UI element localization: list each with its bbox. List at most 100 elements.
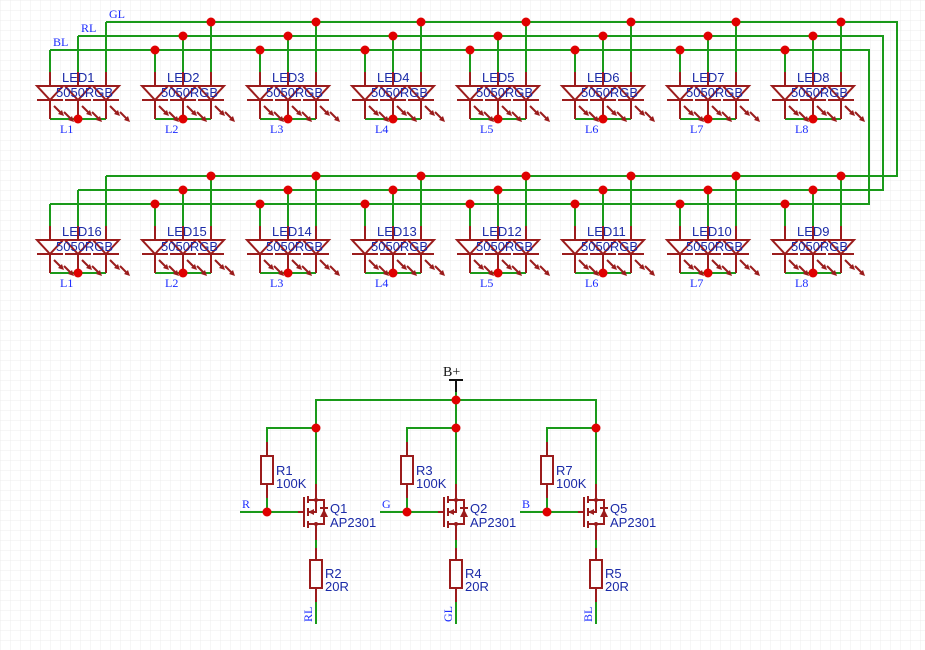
diode-icon <box>664 85 696 102</box>
arrowhead-icon <box>429 264 435 270</box>
diode-icon <box>797 85 829 102</box>
net-label-bl: BL <box>53 35 68 49</box>
led-ref-label: LED12 <box>482 224 522 239</box>
led-value-label: 5050RGB <box>266 239 323 254</box>
diode-icon <box>139 85 171 102</box>
arrowhead-icon <box>621 270 627 276</box>
arrowhead-icon <box>114 110 120 116</box>
diode-icon <box>34 85 66 102</box>
led-ref-label: LED1 <box>62 70 95 85</box>
junction-dot <box>570 199 580 209</box>
junction-dot <box>283 114 293 124</box>
output-net-label: BL <box>581 607 595 622</box>
junction-dot <box>731 171 741 181</box>
diode-icon <box>615 239 647 256</box>
led-value-label: 5050RGB <box>791 85 848 100</box>
led-net-label: L5 <box>480 276 493 290</box>
junction-dot <box>591 423 601 433</box>
arrowhead-icon <box>611 110 617 116</box>
led-value-label: 5050RGB <box>581 85 638 100</box>
series-ref-label: R4 <box>465 566 482 581</box>
led-led1 <box>34 72 130 122</box>
diode-icon <box>139 239 171 256</box>
mosfet-arrow-icon <box>448 509 454 515</box>
arrowhead-icon <box>429 110 435 116</box>
diode-icon <box>825 239 857 256</box>
diode-icon <box>454 239 486 256</box>
diode-icon <box>692 239 724 256</box>
arrowhead-icon <box>859 270 865 276</box>
arrowhead-icon <box>688 110 694 116</box>
diode-icon <box>720 239 752 256</box>
led-ref-label: LED7 <box>692 70 725 85</box>
diode-icon <box>62 239 94 256</box>
junction-dot <box>598 114 608 124</box>
led-led15 <box>139 226 235 276</box>
arrowhead-icon <box>163 110 169 116</box>
junction-dot <box>703 268 713 278</box>
mosfet-node <box>454 522 458 526</box>
led-led2 <box>139 72 235 122</box>
diode-icon <box>272 85 304 102</box>
arrowhead-icon <box>191 264 197 270</box>
output-net-label: GL <box>441 606 455 622</box>
led-net-label: L2 <box>165 276 178 290</box>
mosfet-value-label: AP2301 <box>470 515 516 530</box>
arrowhead-icon <box>296 110 302 116</box>
series-value-label: 20R <box>605 579 629 594</box>
arrowhead-icon <box>793 110 799 116</box>
mosfet-value-label: AP2301 <box>330 515 376 530</box>
arrowhead-icon <box>859 116 865 122</box>
diode-icon <box>195 239 227 256</box>
arrowhead-icon <box>163 264 169 270</box>
junction-dot <box>836 17 846 27</box>
arrowhead-icon <box>793 264 799 270</box>
arrowhead-icon <box>803 270 809 276</box>
diode-icon <box>300 85 332 102</box>
diode-icon <box>482 239 514 256</box>
arrowhead-icon <box>439 270 445 276</box>
arrowhead-icon <box>744 110 750 116</box>
arrowhead-icon <box>688 264 694 270</box>
led-led7 <box>664 72 760 122</box>
diode-icon <box>167 239 199 256</box>
led-net-label: L7 <box>690 276 703 290</box>
arrowhead-icon <box>478 264 484 270</box>
driver-q5 <box>540 442 608 602</box>
arrowhead-icon <box>383 270 389 276</box>
arrowhead-icon <box>229 116 235 122</box>
arrowhead-icon <box>173 116 179 122</box>
arrowhead-icon <box>191 110 197 116</box>
diode-icon <box>797 239 829 256</box>
junction-dot <box>465 199 475 209</box>
junction-dot <box>626 17 636 27</box>
arrowhead-icon <box>201 116 207 122</box>
arrowhead-icon <box>831 116 837 122</box>
led-led11 <box>559 226 655 276</box>
led-led4 <box>349 72 445 122</box>
arrowhead-icon <box>219 264 225 270</box>
junction-dot <box>780 199 790 209</box>
junction-dot <box>598 185 608 195</box>
junction-dot <box>206 17 216 27</box>
arrowhead-icon <box>506 110 512 116</box>
junction-dot <box>262 507 272 517</box>
junction-dot <box>206 171 216 181</box>
arrowhead-icon <box>86 110 92 116</box>
led-ref-label: LED8 <box>797 70 830 85</box>
diode-icon <box>195 85 227 102</box>
junction-dot <box>521 171 531 181</box>
diode-icon <box>244 85 276 102</box>
arrowhead-icon <box>58 264 64 270</box>
arrowhead-icon <box>506 264 512 270</box>
diode-icon <box>559 85 591 102</box>
junction-dot <box>311 171 321 181</box>
led-net-label: L7 <box>690 122 703 136</box>
junction-dot <box>416 171 426 181</box>
arrowhead-icon <box>68 116 74 122</box>
arrowhead-icon <box>831 270 837 276</box>
diode-icon <box>349 85 381 102</box>
junction-dot <box>808 114 818 124</box>
arrowhead-icon <box>439 116 445 122</box>
